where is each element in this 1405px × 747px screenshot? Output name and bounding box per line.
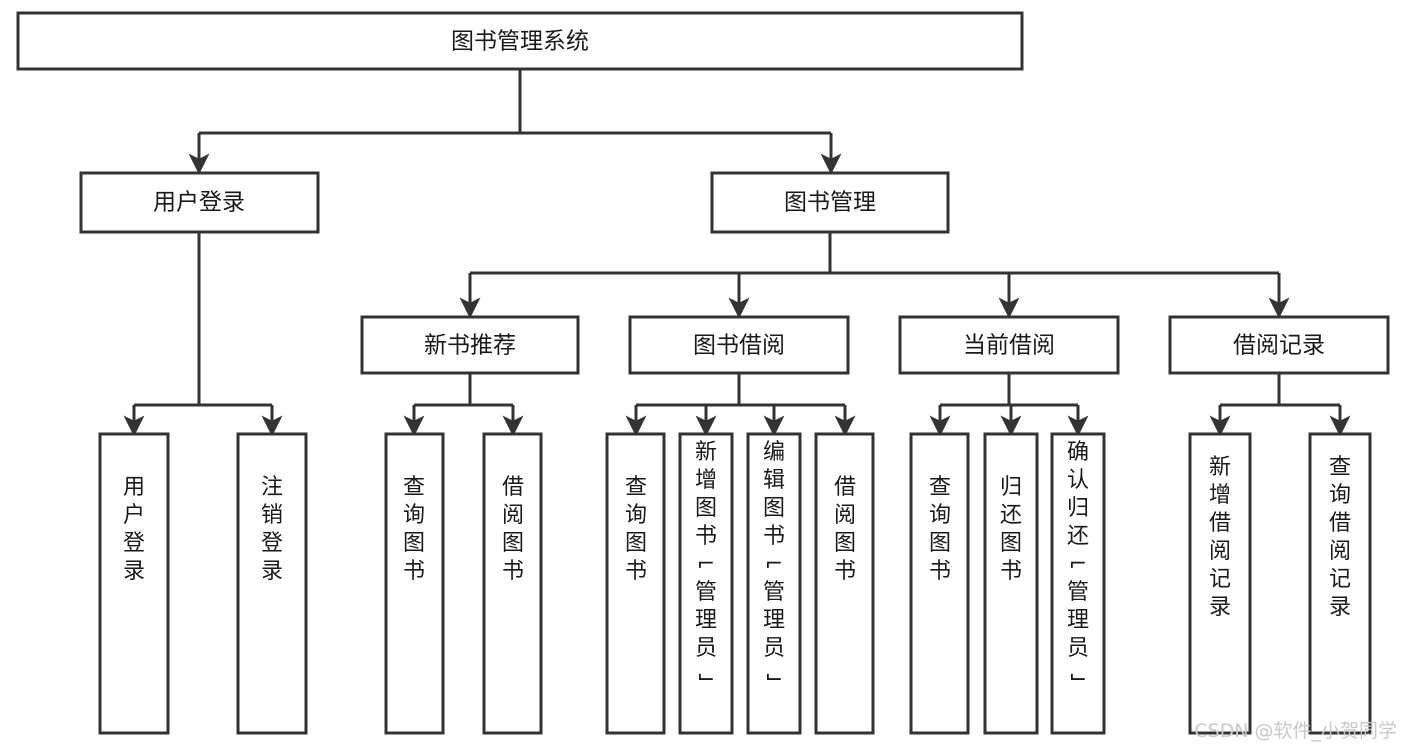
node-root-system-box <box>16 11 1024 71</box>
leaf-return-book-box <box>983 432 1039 735</box>
leaf-borrow-query-label: 查询图书 <box>625 475 647 584</box>
leaf-logout[interactable]: 注销登录 <box>236 432 308 735</box>
csdn-watermark: CSDN @软件_小贺同学 <box>1194 720 1397 742</box>
node-new-book-recommend[interactable]: 新书推荐 <box>360 315 580 375</box>
leaf-borrow-book[interactable]: 借阅图书 <box>814 432 875 735</box>
leaf-new-book-borrow-box <box>482 432 543 735</box>
node-book-borrow-box <box>628 315 850 375</box>
connector-layer <box>123 69 1351 437</box>
leaf-confirm-return-admin-label: 确认归还⌐管理员⌙ <box>1067 440 1089 689</box>
leaf-new-book-borrow[interactable]: 借阅图书 <box>482 432 543 735</box>
leaf-user-login[interactable]: 用户登录 <box>98 432 170 735</box>
node-user-login-box <box>79 171 320 234</box>
leaf-current-query-box <box>909 432 970 735</box>
node-current-borrow-label: 当前借阅 <box>963 333 1055 359</box>
node-book-management[interactable]: 图书管理 <box>710 171 950 234</box>
node-new-book-recommend-box <box>360 315 580 375</box>
leaf-borrow-query[interactable]: 查询图书 <box>605 432 666 735</box>
leaf-user-login-label: 用户登录 <box>123 475 145 584</box>
leaf-return-book-label: 归还图书 <box>1000 475 1022 584</box>
node-root-system-label: 图书管理系统 <box>451 29 589 55</box>
node-book-management-box <box>710 171 950 234</box>
leaf-return-book[interactable]: 归还图书 <box>983 432 1039 735</box>
leaf-user-login-box <box>98 432 170 735</box>
leaf-query-borrow-record-label: 查询借阅记录 <box>1329 455 1351 620</box>
node-borrow-record-box <box>1168 315 1390 375</box>
leaf-logout-box <box>236 432 308 735</box>
leaf-new-book-query-label: 查询图书 <box>403 475 425 584</box>
leaf-add-book-admin[interactable]: 新增图书⌐管理员⌙ <box>678 432 734 735</box>
leaf-current-query-label: 查询图书 <box>929 475 951 584</box>
node-borrow-record[interactable]: 借阅记录 <box>1168 315 1390 375</box>
node-root-system[interactable]: 图书管理系统 <box>16 11 1024 71</box>
node-book-borrow-label: 图书借阅 <box>693 333 785 359</box>
leaf-add-borrow-record[interactable]: 新增借阅记录 <box>1188 432 1252 735</box>
leaf-current-query[interactable]: 查询图书 <box>909 432 970 735</box>
leaf-confirm-return-admin[interactable]: 确认归还⌐管理员⌙ <box>1050 432 1106 735</box>
node-current-borrow-box <box>898 315 1120 375</box>
leaf-add-book-admin-box <box>678 432 734 735</box>
leaf-new-book-query-box <box>384 432 445 735</box>
leaf-edit-book-admin[interactable]: 编辑图书⌐管理员⌙ <box>746 432 802 735</box>
leaf-confirm-return-admin-box <box>1050 432 1106 735</box>
leaf-edit-book-admin-box <box>746 432 802 735</box>
leaf-edit-book-admin-label: 编辑图书⌐管理员⌙ <box>763 440 785 689</box>
node-user-login-label: 用户登录 <box>153 190 245 216</box>
leaf-query-borrow-record[interactable]: 查询借阅记录 <box>1308 432 1372 735</box>
node-current-borrow[interactable]: 当前借阅 <box>898 315 1120 375</box>
leaf-add-borrow-record-box <box>1188 432 1252 735</box>
leaf-borrow-book-label: 借阅图书 <box>834 475 856 584</box>
node-book-management-label: 图书管理 <box>784 190 876 216</box>
node-new-book-recommend-label: 新书推荐 <box>424 333 516 359</box>
node-book-borrow[interactable]: 图书借阅 <box>628 315 850 375</box>
leaf-add-borrow-record-label: 新增借阅记录 <box>1209 455 1231 620</box>
node-borrow-record-label: 借阅记录 <box>1233 333 1325 359</box>
leaf-new-book-borrow-label: 借阅图书 <box>502 475 524 584</box>
leaf-new-book-query[interactable]: 查询图书 <box>384 432 445 735</box>
leaf-borrow-book-box <box>814 432 875 735</box>
leaf-borrow-query-box <box>605 432 666 735</box>
leaf-logout-label: 注销登录 <box>261 475 283 584</box>
leaf-add-book-admin-label: 新增图书⌐管理员⌙ <box>695 440 717 689</box>
node-user-login[interactable]: 用户登录 <box>79 171 320 234</box>
leaf-query-borrow-record-box <box>1308 432 1372 735</box>
